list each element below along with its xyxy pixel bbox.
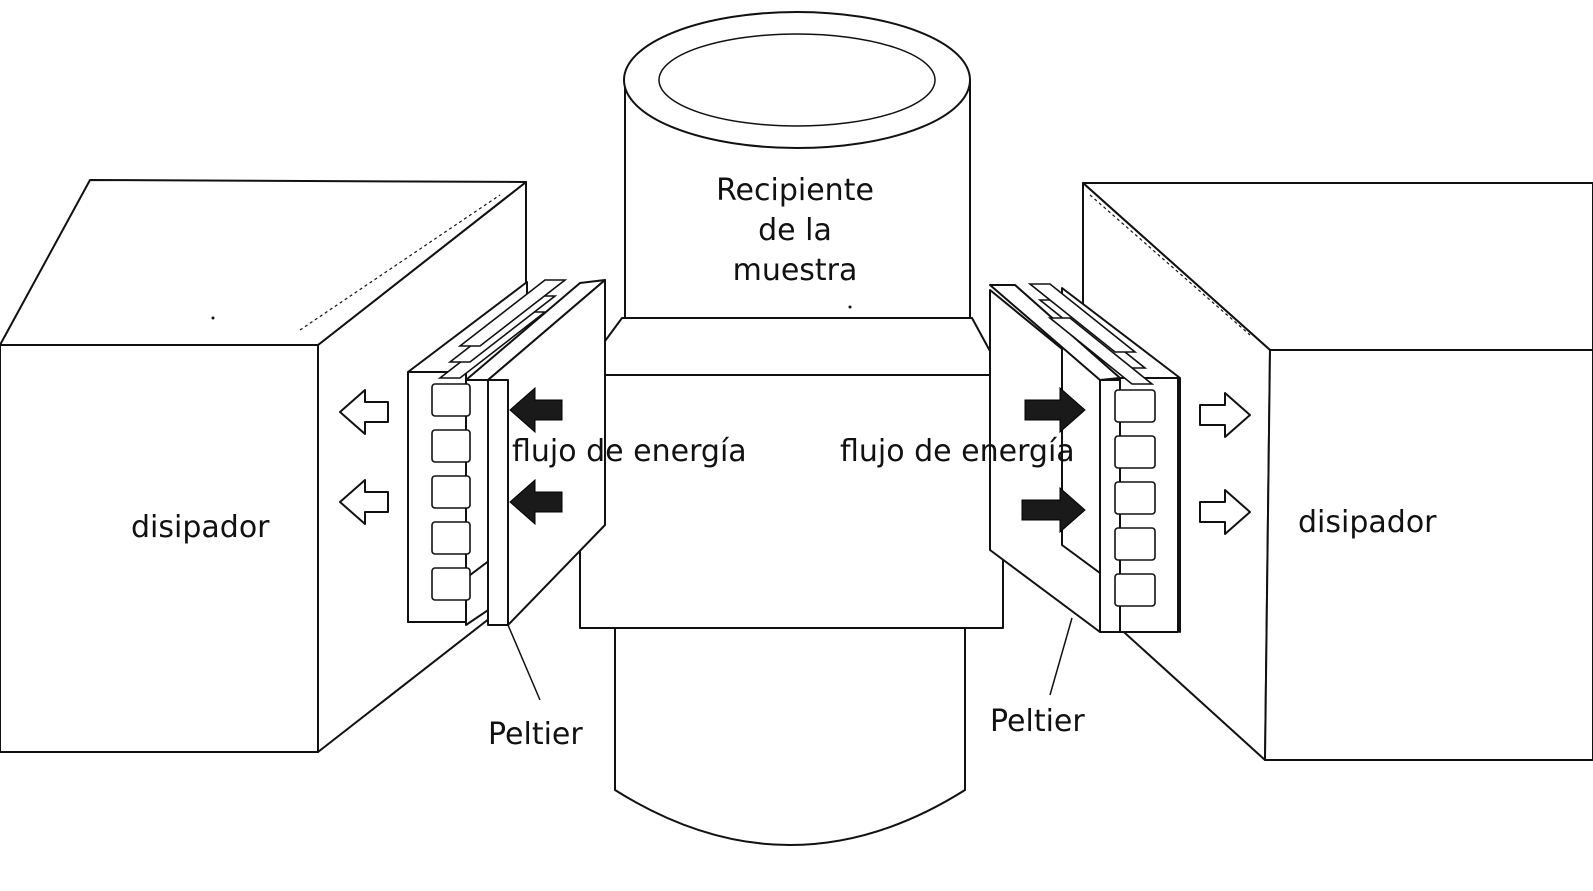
heat-arrow-left-upper (339, 389, 389, 435)
energy-arrow-left-upper (509, 386, 563, 434)
energy-arrow-right-lower (1021, 486, 1086, 534)
energy-flow-label-right: flujo de energía (840, 434, 1075, 469)
container-label-line-3: muestra (732, 253, 858, 288)
peltier-module-right (989, 283, 1181, 696)
energy-flow-label-left: flujo de energía (512, 434, 747, 469)
heat-arrow-left-lower (339, 479, 389, 525)
central-block (579, 317, 1004, 629)
container-label-line-2: de la (758, 213, 832, 248)
peltier-label-right: Peltier (990, 704, 1085, 739)
peltier-module-left (407, 279, 606, 701)
energy-arrow-right-upper (1024, 386, 1086, 434)
heat-sink-label-left: disipador (131, 510, 270, 545)
heat-arrow-right-upper (1199, 392, 1251, 438)
energy-arrow-left-lower (509, 478, 563, 526)
peltier-label-left: Peltier (488, 717, 583, 752)
cylinder-lower (614, 599, 966, 846)
heat-sink-label-right: disipador (1298, 505, 1437, 540)
heat-arrow-right-lower (1199, 489, 1251, 535)
sample-container (623, 11, 971, 379)
container-label-line-1: Recipiente (716, 173, 874, 208)
